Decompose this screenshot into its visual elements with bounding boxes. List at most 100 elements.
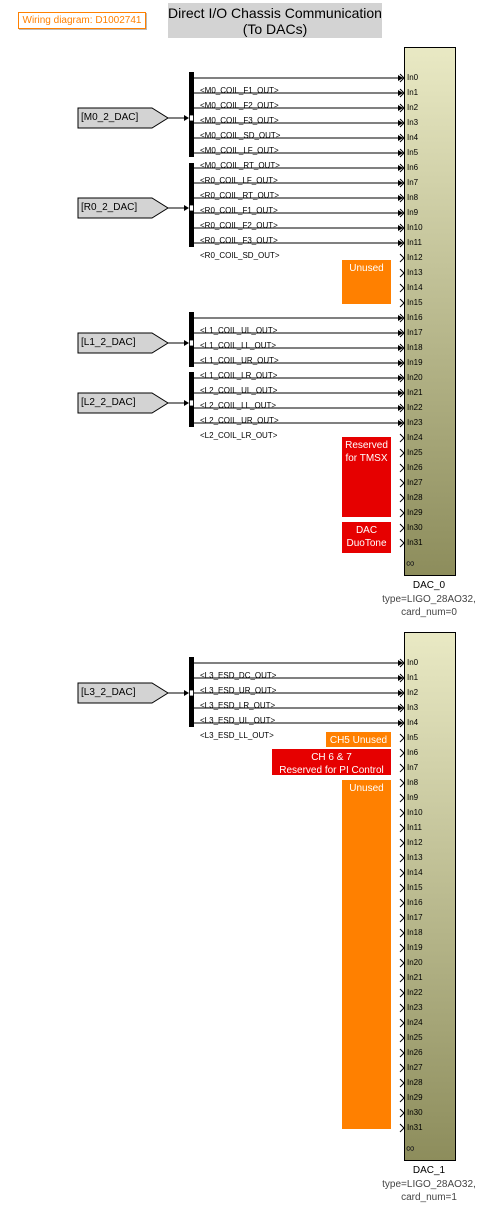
- dac0-port-26: In26: [407, 463, 423, 472]
- dac0-port-16: In16: [407, 313, 423, 322]
- dac0-signal-4: <M0_COIL_LF_OUT>: [200, 146, 279, 155]
- dac0-port-0: In0: [407, 73, 419, 82]
- wiring-diagram-label[interactable]: Wiring diagram: D1002741: [18, 12, 146, 29]
- dac1-name: DAC_1: [412, 1165, 446, 1176]
- dac0-signal-arrow: [398, 225, 403, 231]
- dac0-tag-arrow: [184, 205, 189, 211]
- dac0-goto-tag-2[interactable]: [L1_2_DAC]: [81, 337, 136, 348]
- dac0-signal-18: <L2_COIL_UR_OUT>: [200, 416, 279, 425]
- dac1-port-1: In1: [407, 673, 419, 682]
- dac0-signal-15: <L1_COIL_LR_OUT>: [200, 371, 278, 380]
- dac0-goto-tag-shape: [77, 332, 169, 354]
- dac0-signal-17: <L2_COIL_LL_OUT>: [200, 401, 277, 410]
- dac0-signal-arrow: [398, 420, 403, 426]
- dac0-signal-arrow: [398, 120, 403, 126]
- dac0-note-1-line-0: Reserved: [345, 440, 388, 451]
- dac1-port-7: In7: [407, 763, 419, 772]
- dac1-signal-arrow: [398, 690, 403, 696]
- page-title: Direct I/O Chassis Communication (To DAC…: [168, 3, 382, 38]
- dac0-signal-arrow: [398, 360, 403, 366]
- dac0-signal-arrow: [398, 150, 403, 156]
- dac1-port-24: In24: [407, 1018, 423, 1027]
- dac1-tag-arrow: [184, 690, 189, 696]
- dac1-port-12: In12: [407, 838, 423, 847]
- dac0-tag-arrow: [184, 400, 189, 406]
- dac0-port-15: In15: [407, 298, 423, 307]
- dac0-port-2: In2: [407, 103, 419, 112]
- dac0-port-28: In28: [407, 493, 423, 502]
- dac0-signal-arrow: [398, 240, 403, 246]
- dac0-port-21: In21: [407, 388, 423, 397]
- dac1-port-6: In6: [407, 748, 419, 757]
- dac0-port-7: In7: [407, 178, 419, 187]
- dac1-port-3: In3: [407, 703, 419, 712]
- dac0-port-5: In5: [407, 148, 419, 157]
- dac0-demux-port: [189, 204, 194, 212]
- dac0-signal-8: <R0_COIL_F1_OUT>: [200, 206, 278, 215]
- dac1-type: type=LIGO_28AO32,: [382, 1179, 476, 1190]
- dac0-port-31: In31: [407, 538, 423, 547]
- dac0-port-3: In3: [407, 118, 419, 127]
- dac1-note-2: Unused: [342, 780, 391, 1129]
- dac0-port-29: In29: [407, 508, 423, 517]
- dac0-signal-arrow: [398, 330, 403, 336]
- dac0-note-0: Unused: [342, 260, 391, 304]
- dac0-port-23: In23: [407, 418, 423, 427]
- dac1-port-9: In9: [407, 793, 419, 802]
- dac1-port-5: In5: [407, 733, 419, 742]
- dac1-port-11: In11: [407, 823, 422, 832]
- dac0-port-1: In1: [407, 88, 419, 97]
- dac0-signal-19: <L2_COIL_LR_OUT>: [200, 431, 278, 440]
- dac0-goto-tag-3[interactable]: [L2_2_DAC]: [81, 397, 136, 408]
- dac0-port-19: In19: [407, 358, 423, 367]
- dac0-port-17: In17: [407, 328, 423, 337]
- dac1-note-2-line-0: Unused: [349, 783, 384, 794]
- dac0-signal-arrow: [398, 165, 403, 171]
- dac1-port-28: In28: [407, 1078, 423, 1087]
- dac0-port-18: In18: [407, 343, 423, 352]
- dac0-tag-arrow: [184, 115, 189, 121]
- dac0-port-27: In27: [407, 478, 423, 487]
- dac0-signal-arrow: [398, 135, 403, 141]
- dac0-goto-tag-shape: [77, 107, 169, 129]
- dac0-demux-port: [189, 114, 194, 122]
- dac0-block[interactable]: [404, 47, 456, 576]
- dac0-signal-arrow: [398, 90, 403, 96]
- title-line-1: Direct I/O Chassis Communication: [168, 5, 382, 21]
- dac1-port-20: In20: [407, 958, 423, 967]
- dac0-goto-tag-0[interactable]: [M0_2_DAC]: [81, 112, 139, 123]
- dac1-block[interactable]: [404, 632, 456, 1161]
- dac1-goto-tag-0[interactable]: [L3_2_DAC]: [81, 687, 136, 698]
- dac0-signal-13: <L1_COIL_LL_OUT>: [200, 341, 277, 350]
- dac0-demux-port: [189, 339, 194, 347]
- dac1-signal-3: <L3_ESD_UL_OUT>: [200, 716, 276, 725]
- dac0-signal-arrow: [398, 315, 403, 321]
- dac0-port-4: In4: [407, 133, 419, 142]
- dac0-port-24: In24: [407, 433, 423, 442]
- dac0-goto-tag-1[interactable]: [R0_2_DAC]: [81, 202, 138, 213]
- dac1-port-15: In15: [407, 883, 423, 892]
- dac0-demux-bar: [189, 372, 194, 427]
- dac0-card: card_num=0: [401, 607, 457, 618]
- dac0-signal-arrow: [398, 210, 403, 216]
- dac1-signal-1: <L3_ESD_UR_OUT>: [200, 686, 277, 695]
- dac0-port-11: In11: [407, 238, 422, 247]
- dac0-note-1-line-1: for TMSX: [345, 453, 388, 464]
- dac0-signal-arrow: [398, 195, 403, 201]
- dac1-port-16: In16: [407, 898, 423, 907]
- dac0-signal-arrow: [398, 375, 403, 381]
- dac0-signal-12: <L1_COIL_UL_OUT>: [200, 326, 278, 335]
- dac1-port-8: In8: [407, 778, 419, 787]
- dac1-port-26: In26: [407, 1048, 423, 1057]
- dac1-port-27: In27: [407, 1063, 423, 1072]
- dac1-note-1-line-0: CH 6 & 7: [311, 752, 352, 763]
- dac0-signal-arrow: [398, 390, 403, 396]
- dac1-port-17: In17: [407, 913, 423, 922]
- dac0-demux-bar: [189, 312, 194, 367]
- dac0-signal-14: <L1_COIL_UR_OUT>: [200, 356, 279, 365]
- dac1-goto-tag-shape: [77, 682, 169, 704]
